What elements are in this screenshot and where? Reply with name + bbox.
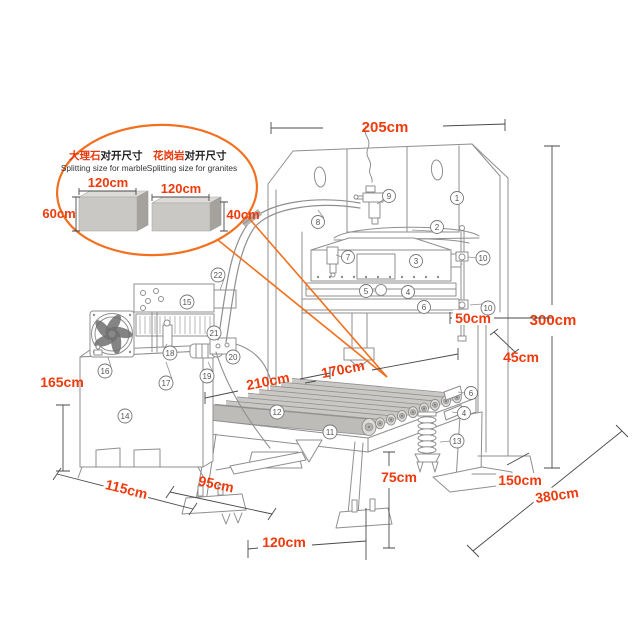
svg-text:10: 10 (484, 304, 493, 313)
svg-text:1: 1 (455, 194, 460, 203)
callout-pointer-line-lower (217, 239, 388, 378)
svg-text:18: 18 (166, 349, 175, 358)
hydraulic-cylinder-assembly (310, 125, 480, 282)
block-dimension-lines (72, 188, 228, 232)
part-label-5: 5 (359, 284, 375, 298)
granite-label-en: Splitting size for granites (147, 163, 237, 173)
svg-text:20: 20 (229, 353, 238, 362)
part-label-6: 6 (457, 386, 478, 400)
svg-text:7: 7 (346, 253, 351, 262)
hydraulic-hoses (215, 199, 361, 449)
fan-cooler (89, 310, 135, 358)
svg-text:12: 12 (273, 408, 282, 417)
part-label-3: 3 (409, 254, 423, 268)
svg-text:3: 3 (414, 257, 419, 266)
table-legs (181, 431, 393, 529)
part-label-20: 20 (225, 349, 241, 365)
part-label-12: 12 (269, 404, 285, 420)
svg-text:11: 11 (326, 428, 335, 437)
part-label-15: 15 (179, 294, 195, 310)
press-rails (301, 282, 460, 369)
dim-tank-height: 165cm (40, 374, 84, 390)
roller-conveyor-table (181, 378, 477, 529)
part-label-22: 22 (210, 267, 226, 291)
svg-text:13: 13 (453, 437, 462, 446)
svg-text:21: 21 (210, 329, 219, 338)
hydraulic-power-unit (77, 283, 237, 479)
marble-height-label: 60cm (42, 206, 75, 221)
dim-column-depth: 45cm (503, 349, 539, 365)
granite-height-label: 40cm (226, 207, 259, 222)
dim-roller-length: 170cm (320, 357, 366, 381)
svg-text:6: 6 (422, 303, 427, 312)
svg-text:9: 9 (387, 192, 392, 201)
part-label-18: 18 (162, 343, 178, 361)
dim-base-depth: 150cm (498, 472, 542, 488)
svg-text:16: 16 (101, 367, 110, 376)
svg-text:5: 5 (364, 287, 369, 296)
spring-jack (414, 411, 441, 473)
part-label-17: 17 (158, 361, 174, 391)
svg-text:17: 17 (162, 379, 171, 388)
frame-hatching (139, 316, 211, 334)
granite-width-label: 120cm (161, 181, 201, 196)
dim-tank-width: 115cm (104, 476, 149, 502)
part-label-19: 19 (199, 361, 215, 384)
dim-table-height: 75cm (381, 469, 417, 485)
part-label-4: 4 (451, 406, 471, 420)
callout-pointer-line-upper (246, 215, 388, 378)
part-label-7: 7 (335, 250, 355, 264)
rollers (203, 378, 456, 436)
dim-rod-offset: 50cm (455, 310, 491, 326)
part-label-16: 16 (97, 356, 113, 379)
part-label-6: 6 (417, 300, 431, 314)
marble-label-cn: 大理石对开尺寸 (69, 149, 143, 162)
part-label-4: 4 (401, 285, 415, 299)
part-label-2: 2 (411, 220, 444, 234)
part-label-8: 8 (311, 209, 325, 229)
part-label-14: 14 (117, 408, 133, 424)
callout-ellipse (55, 123, 259, 257)
lifting-slot-right (430, 159, 444, 181)
svg-text:2: 2 (435, 223, 440, 232)
svg-text:19: 19 (203, 372, 212, 381)
svg-text:22: 22 (214, 271, 223, 280)
part-label-9: 9 (376, 189, 396, 205)
dim-total-depth: 380cm (534, 484, 579, 506)
beam-bolts (316, 275, 440, 279)
svg-text:10: 10 (479, 254, 488, 263)
dim-right-height: 300cm (530, 312, 577, 329)
dim-top-width: 205cm (362, 119, 409, 136)
dimension-annotations: 205cm 300cm 45cm 50cm 165cm 115cm 95cm 1… (40, 119, 629, 560)
marble-label-en: Splitting size for marble (61, 163, 148, 173)
marble-block (78, 190, 149, 232)
svg-text:15: 15 (183, 298, 192, 307)
part-label-13: 13 (439, 433, 465, 449)
dim-leg-span: 120cm (262, 534, 306, 550)
part-label-11: 11 (322, 424, 338, 440)
granite-block (151, 196, 222, 232)
part-label-21: 21 (206, 325, 222, 341)
marble-width-label: 120cm (88, 175, 128, 190)
lifting-slot-left (313, 166, 327, 188)
part-label-10: 10 (469, 300, 496, 316)
roller-end-caps (361, 391, 462, 436)
svg-text:14: 14 (121, 412, 130, 421)
svg-text:6: 6 (469, 389, 474, 398)
rail-port (375, 284, 387, 296)
guide-rod (455, 225, 469, 342)
part-label-10: 10 (467, 250, 491, 266)
granite-label-cn: 花岗岩对开尺寸 (153, 149, 227, 162)
svg-text:8: 8 (316, 218, 321, 227)
callout-bubble: 大理石对开尺寸 Splitting size for marble 花岗岩对开尺… (42, 123, 388, 378)
dim-gap-width: 95cm (197, 472, 235, 495)
svg-text:4: 4 (462, 409, 467, 418)
part-label-1: 1 (450, 191, 464, 205)
svg-text:4: 4 (406, 288, 411, 297)
